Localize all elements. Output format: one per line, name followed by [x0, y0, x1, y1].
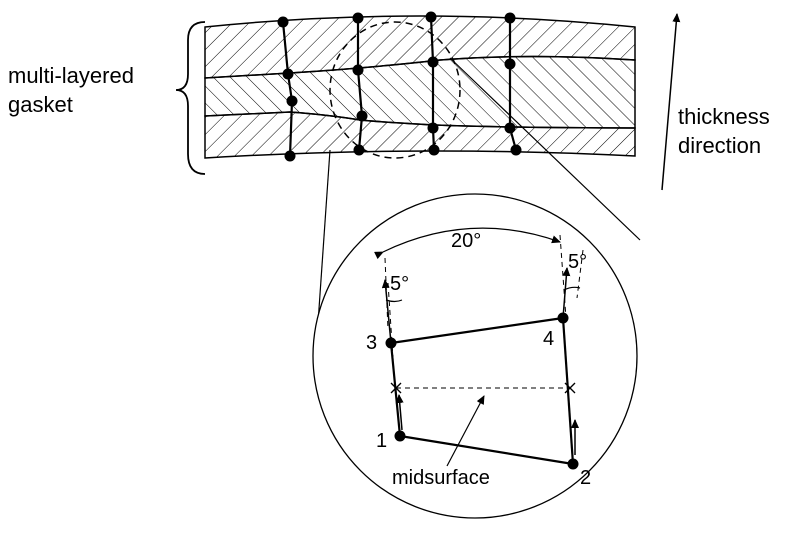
thickness-direction-arrow: [661, 13, 681, 191]
node-label-3: 3: [366, 332, 377, 354]
gasket-layers: [204, 15, 636, 159]
element-edge-2: [356, 18, 364, 151]
node-4: [557, 312, 569, 324]
angle-arc-5-right: [563, 286, 581, 291]
gasket-label-line2: gasket: [8, 92, 73, 117]
angle-label-5-right: 5°: [568, 251, 587, 273]
angle-label-20: 20°: [451, 230, 481, 252]
midsurface-pointer: [446, 395, 485, 467]
zoom-leader-right: [449, 57, 641, 241]
thickness-label-line2: direction: [678, 133, 761, 158]
detail-ellipse: [329, 21, 461, 159]
midsurface-label: midsurface: [392, 467, 490, 489]
element-edge-1: [281, 21, 294, 157]
zoom-detail: [374, 227, 584, 470]
thickness-label-line1: thickness: [678, 104, 770, 129]
angle-arc-5-left: [385, 299, 403, 303]
node-label-4: 4: [543, 328, 554, 350]
node-label-2: 2: [580, 467, 591, 489]
gasket-label-line1: multi-layered: [8, 63, 134, 88]
element-edges: [281, 16, 518, 157]
node-label-1: 1: [376, 430, 387, 452]
element-edge-3: [429, 16, 436, 151]
node-1: [394, 430, 406, 442]
node-2: [567, 458, 579, 470]
angle-label-5-left: 5°: [390, 273, 409, 295]
angle-arc-20: [374, 227, 561, 260]
zoom-circle: [312, 193, 638, 519]
gasket-nodes: [277, 11, 522, 162]
arrow-right-upper: [562, 267, 571, 319]
arrow-left-lower: [395, 394, 404, 431]
node-3: [385, 337, 397, 349]
arrow-left-upper: [381, 279, 392, 344]
gasket-brace: [175, 21, 206, 175]
element-edge-4: [508, 18, 518, 151]
